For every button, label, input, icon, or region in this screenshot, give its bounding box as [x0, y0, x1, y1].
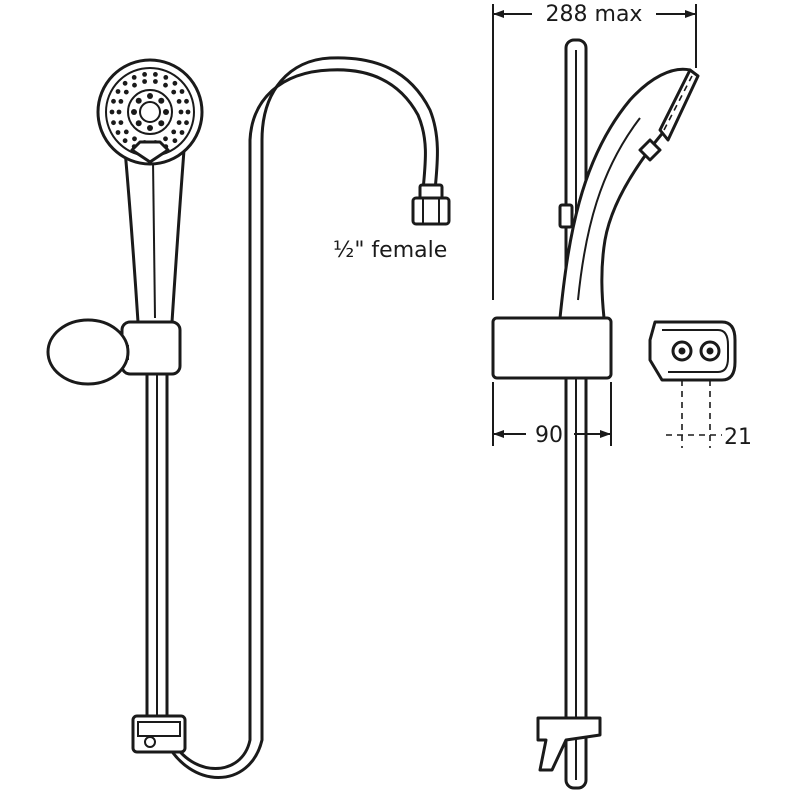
spray-nozzle [184, 98, 189, 104]
shower-hose-inner [170, 68, 427, 770]
spray-nozzle [118, 99, 124, 104]
spray-nozzle [122, 138, 128, 144]
spray-nozzle [123, 89, 129, 95]
spray-nozzle [163, 82, 168, 88]
spray-nozzle [111, 120, 116, 126]
bottom-bracket-side [536, 716, 602, 772]
spray-nozzle [158, 97, 165, 104]
spray-nozzle [153, 79, 158, 84]
spray-nozzle [172, 138, 178, 144]
spray-nozzle [116, 109, 122, 115]
holder-end-view [648, 320, 737, 382]
dimension-bracket-offset [666, 380, 722, 448]
top-bracket-side [558, 203, 574, 229]
spray-nozzle [122, 80, 128, 86]
bottom-bracket-front [131, 714, 187, 754]
dimension-overall-depth [492, 4, 697, 300]
dimension-bracket-width [492, 382, 612, 446]
spray-nozzle [147, 93, 153, 99]
spray-nozzle [115, 89, 121, 94]
sliding-holder-front [46, 318, 182, 386]
bracket-width-label: 90 [535, 423, 563, 448]
handset-head-front [96, 58, 204, 166]
spray-nozzle [118, 120, 124, 125]
spray-nozzle [115, 130, 121, 135]
spray-nozzle [142, 72, 148, 77]
spray-nozzle [123, 129, 129, 135]
spray-nozzle [176, 120, 182, 125]
front-view [46, 56, 451, 779]
spray-nozzle [176, 99, 182, 104]
spray-nozzle [131, 109, 137, 115]
spray-nozzle [185, 109, 191, 115]
hose-thread-label: ½" female [333, 238, 447, 263]
spray-nozzle [184, 120, 189, 126]
spray-nozzle [135, 97, 142, 104]
spray-nozzle [109, 109, 115, 115]
hose-connector-nut [411, 183, 451, 226]
side-view [491, 38, 700, 790]
bracket-offset-label: 21 [724, 425, 752, 450]
spray-nozzles [109, 72, 191, 153]
slide-rail-side [564, 38, 588, 790]
shower-hose [163, 56, 439, 779]
slide-rail-front [145, 328, 169, 752]
spray-nozzle [171, 89, 177, 95]
spray-nozzle [179, 130, 185, 135]
spray-nozzle [142, 79, 148, 84]
spray-nozzle [131, 75, 137, 80]
sliding-holder-side [491, 316, 613, 380]
overall-depth-label: 288 max [546, 2, 643, 27]
spray-nozzle [111, 98, 116, 104]
spray-nozzle [163, 136, 168, 142]
spray-nozzle [132, 136, 137, 142]
spray-nozzle [178, 109, 184, 115]
spray-nozzle [153, 72, 158, 77]
spray-nozzle [158, 120, 165, 127]
spray-nozzle [132, 82, 137, 88]
spray-nozzle [147, 125, 153, 131]
spray-nozzle [163, 109, 169, 115]
spray-nozzle [135, 120, 142, 127]
spray-nozzle [179, 89, 185, 94]
spray-nozzle [171, 129, 177, 135]
spray-nozzle [172, 80, 178, 86]
spray-nozzle [163, 75, 169, 80]
